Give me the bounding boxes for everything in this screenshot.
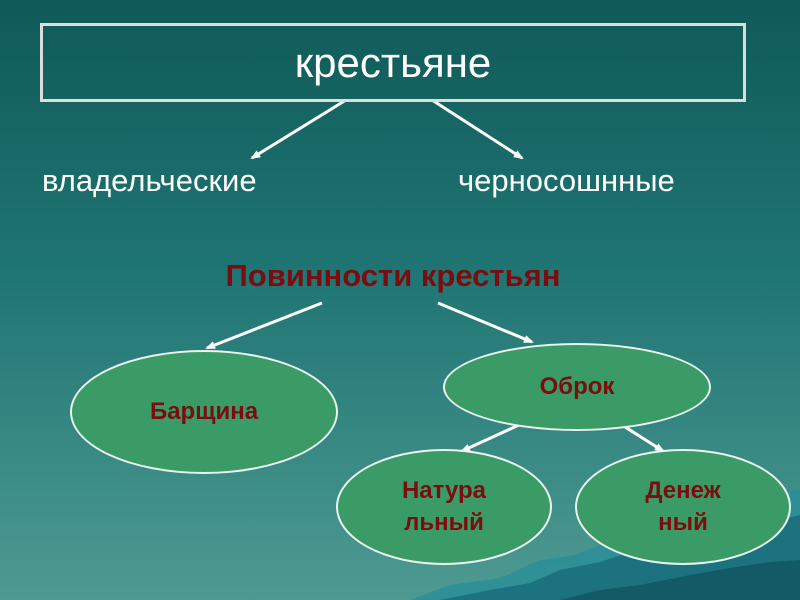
- arrow-to-chernososhnye: [432, 100, 522, 158]
- oval-denezhny: Денеж ный: [575, 449, 791, 565]
- oval-naturalny: Натура льный: [336, 449, 552, 565]
- oval-barshchina: Барщина: [70, 350, 338, 474]
- arrow-to-barshchina: [207, 303, 322, 348]
- arrow-to-vladelcheskie: [252, 100, 346, 158]
- oval-obrok: Оброк: [443, 343, 711, 431]
- category-chernososhnye: черносошнные: [458, 163, 675, 199]
- obrok-label: Оброк: [540, 371, 615, 403]
- duties-heading: Повинности крестьян: [0, 258, 786, 294]
- denezhny-label: Денеж ный: [645, 475, 720, 539]
- title-box: крестьяне: [40, 23, 746, 102]
- barshchina-label: Барщина: [150, 396, 258, 428]
- diagram-title: крестьяне: [295, 39, 492, 87]
- category-vladelcheskie: владельческие: [42, 163, 257, 199]
- naturalny-label: Натура льный: [402, 475, 486, 539]
- arrow-to-obrok: [438, 303, 532, 342]
